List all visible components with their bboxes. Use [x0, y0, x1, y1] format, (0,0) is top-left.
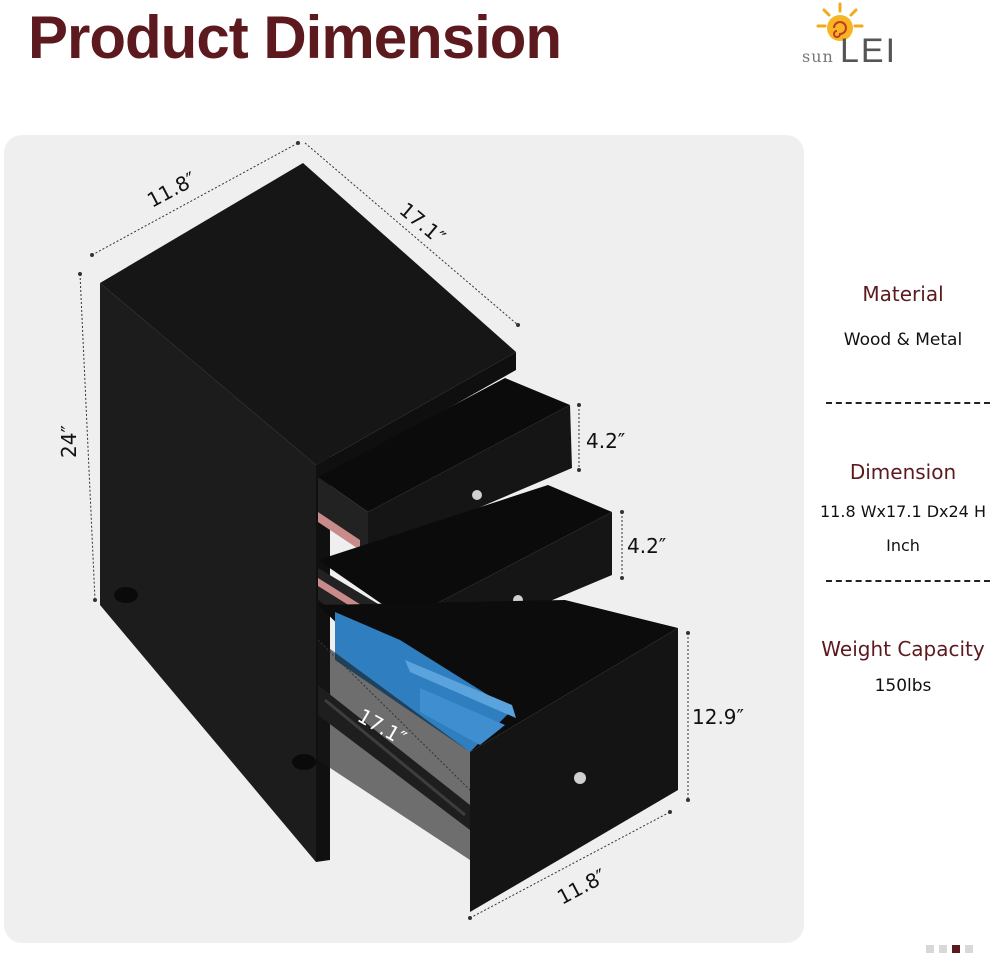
carousel-dot-active[interactable]	[952, 945, 960, 953]
drawer2-height-label: 4.2″	[627, 534, 666, 558]
dimension-value-line2: Inch	[886, 536, 920, 555]
material-label: Material	[862, 282, 944, 306]
divider	[826, 402, 990, 404]
brand-logo: sun LEI	[800, 2, 980, 70]
dimension-value-line1: 11.8 Wx17.1 Dx24 H	[820, 502, 986, 521]
weight-capacity-value: 150lbs	[874, 676, 932, 696]
weight-capacity-label: Weight Capacity	[821, 637, 985, 661]
bottom-width-label: 11.8″	[553, 864, 610, 910]
drawer1-height-label: 4.2″	[586, 429, 625, 453]
knob-icon	[472, 490, 482, 500]
carousel-indicator	[926, 938, 978, 957]
material-value: Wood & Metal	[843, 330, 963, 350]
carousel-dot[interactable]	[939, 945, 947, 953]
top-depth-label: 17.1″	[395, 197, 450, 249]
divider	[826, 580, 990, 582]
top-width-label: 11.8″	[143, 167, 200, 213]
dimension-label: Dimension	[849, 460, 957, 484]
drawer3-height-label: 12.9″	[692, 705, 744, 729]
sun-logo-icon: sun LEI	[802, 2, 897, 70]
carousel-dot[interactable]	[926, 945, 934, 953]
svg-text:LEI: LEI	[840, 32, 897, 70]
knob-icon	[574, 772, 586, 784]
page-title: Product Dimension	[28, 4, 562, 71]
carousel-dot[interactable]	[965, 945, 973, 953]
svg-text:sun: sun	[802, 47, 834, 66]
height-label: 24″	[57, 425, 81, 458]
